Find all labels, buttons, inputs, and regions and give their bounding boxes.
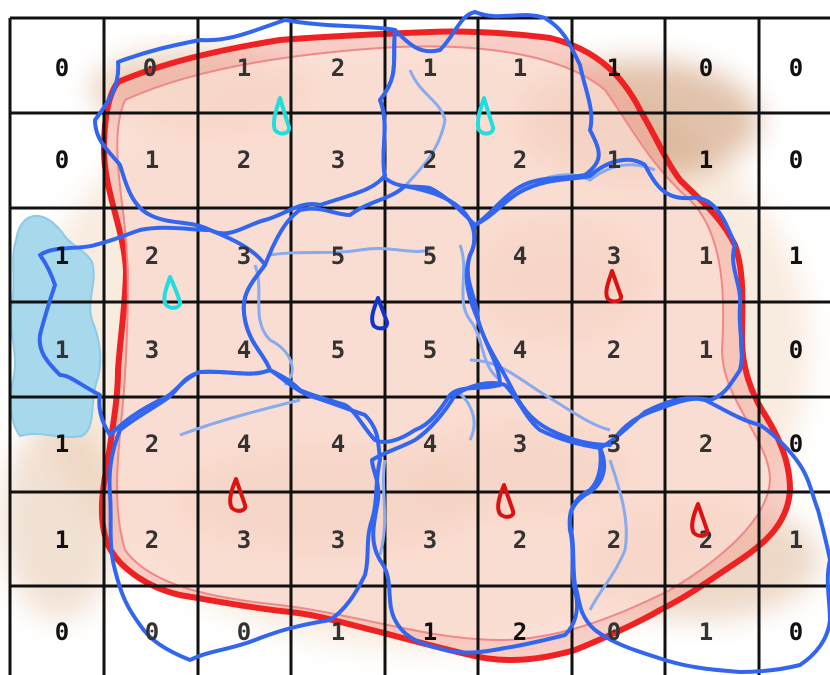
cell-r2-c2: 3 — [237, 242, 251, 270]
cell-r5-c2: 3 — [237, 526, 251, 554]
cell-r6-c6: 0 — [607, 618, 621, 646]
cell-r1-c7: 1 — [699, 146, 713, 174]
cell-r6-c0: 0 — [55, 618, 69, 646]
cell-r0-c8: 0 — [789, 54, 803, 82]
cell-r4-c3: 4 — [331, 430, 345, 458]
cell-r6-c7: 1 — [699, 618, 713, 646]
cell-r2-c4: 5 — [423, 242, 437, 270]
cell-r3-c1: 3 — [145, 336, 159, 364]
cell-r3-c0: 1 — [55, 336, 69, 364]
cell-r5-c4: 3 — [423, 526, 437, 554]
cell-r0-c4: 1 — [423, 54, 437, 82]
cell-r6-c2: 0 — [237, 618, 251, 646]
cell-r3-c4: 5 — [423, 336, 437, 364]
cell-r0-c7: 0 — [699, 54, 713, 82]
cell-r0-c2: 1 — [237, 54, 251, 82]
cell-r1-c8: 0 — [789, 146, 803, 174]
cell-r1-c2: 2 — [237, 146, 251, 174]
cell-r2-c7: 1 — [699, 242, 713, 270]
cell-r6-c1: 0 — [145, 618, 159, 646]
cell-r4-c5: 3 — [513, 430, 527, 458]
cell-r1-c1: 1 — [145, 146, 159, 174]
cell-r2-c1: 2 — [145, 242, 159, 270]
cell-r4-c8: 0 — [789, 430, 803, 458]
cell-r5-c3: 3 — [331, 526, 345, 554]
cell-r6-c4: 1 — [423, 618, 437, 646]
cell-r0-c3: 2 — [331, 54, 345, 82]
cell-r4-c6: 3 — [607, 430, 621, 458]
cell-r2-c5: 4 — [513, 242, 527, 270]
cell-r6-c5: 2 — [513, 618, 527, 646]
cell-r2-c6: 3 — [607, 242, 621, 270]
cell-r4-c4: 4 — [423, 430, 437, 458]
cell-r0-c1: 0 — [143, 54, 157, 82]
cell-r3-c5: 4 — [513, 336, 527, 364]
cell-r1-c4: 2 — [423, 146, 437, 174]
cell-r1-c0: 0 — [55, 146, 69, 174]
cell-r2-c0: 1 — [55, 242, 69, 270]
cell-r0-c0: 0 — [55, 54, 69, 82]
cell-r3-c6: 2 — [607, 336, 621, 364]
cell-r3-c8: 0 — [789, 336, 803, 364]
cell-r5-c8: 1 — [789, 526, 803, 554]
cell-r5-c5: 2 — [513, 526, 527, 554]
cell-r4-c1: 2 — [145, 430, 159, 458]
cell-r3-c7: 1 — [699, 336, 713, 364]
cell-r3-c3: 5 — [331, 336, 345, 364]
cell-r6-c8: 0 — [789, 618, 803, 646]
cell-r1-c5: 2 — [513, 146, 527, 174]
cell-r4-c2: 4 — [237, 430, 251, 458]
cell-r0-c5: 1 — [513, 54, 527, 82]
cell-r1-c3: 3 — [331, 146, 345, 174]
cell-r1-c6: 1 — [607, 146, 621, 174]
cell-r5-c0: 1 — [55, 526, 69, 554]
cell-r0-c6: 1 — [607, 54, 621, 82]
cell-r4-c0: 1 — [55, 430, 69, 458]
cell-r6-c3: 1 — [331, 618, 345, 646]
cell-r2-c8: 1 — [789, 242, 803, 270]
cell-r5-c1: 2 — [145, 526, 159, 554]
cell-r5-c6: 2 — [607, 526, 621, 554]
cell-r3-c2: 4 — [237, 336, 251, 364]
cell-r2-c3: 5 — [331, 242, 345, 270]
cell-r4-c7: 2 — [699, 430, 713, 458]
